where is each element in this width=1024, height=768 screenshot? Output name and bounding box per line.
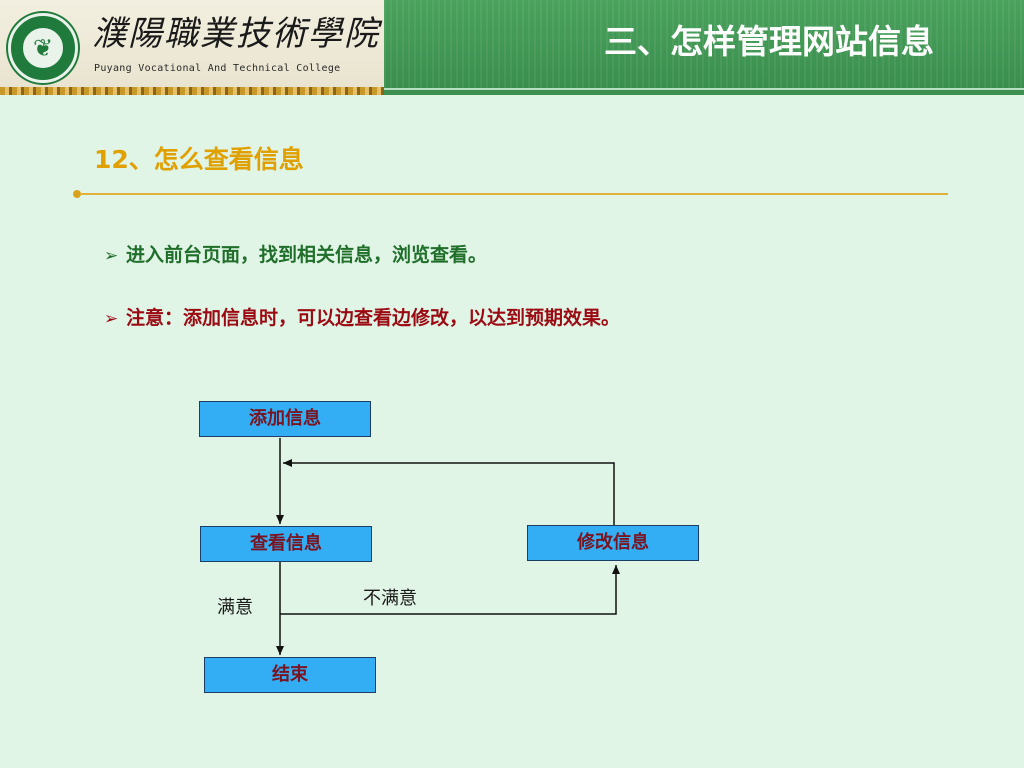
divider-dot bbox=[73, 190, 81, 198]
logo-band: ❦ 濮陽職業技術學院 Puyang Vocational And Technic… bbox=[0, 0, 384, 88]
edge-label-unsatisfied: 不满意 bbox=[363, 588, 417, 609]
bullet-item: ➢ 注意：添加信息时，可以边查看边修改，以达到预期效果。 bbox=[104, 303, 620, 333]
bullet-arrow-icon: ➢ bbox=[104, 309, 119, 329]
bullet-item: ➢ 进入前台页面，找到相关信息，浏览查看。 bbox=[104, 240, 487, 270]
edge-view-to-edit bbox=[280, 565, 620, 615]
bullet-text: 注意：添加信息时，可以边查看边修改，以达到预期效果。 bbox=[126, 307, 621, 329]
flow-node-add-info: 添加信息 bbox=[199, 401, 371, 437]
wheat-strip bbox=[0, 87, 384, 95]
school-name-english: Puyang Vocational And Technical College bbox=[94, 63, 341, 74]
section-divider bbox=[80, 193, 948, 195]
page-title: 三、怎样管理网站信息 bbox=[604, 22, 934, 61]
flow-node-view-info: 查看信息 bbox=[200, 526, 372, 562]
flow-node-end: 结束 bbox=[204, 657, 376, 693]
section-title: 12、怎么查看信息 bbox=[94, 145, 304, 174]
green-strip bbox=[384, 88, 1024, 95]
edge-label-satisfied: 满意 bbox=[217, 597, 253, 618]
bullet-text: 进入前台页面，找到相关信息，浏览查看。 bbox=[126, 244, 488, 266]
school-seal-icon: ❦ bbox=[8, 13, 78, 83]
title-band: 三、怎样管理网站信息 bbox=[384, 0, 1024, 88]
header: ❦ 濮陽職業技術學院 Puyang Vocational And Technic… bbox=[0, 0, 1024, 96]
flow-node-edit-info: 修改信息 bbox=[527, 525, 699, 561]
school-name: 濮陽職業技術學院 bbox=[92, 14, 380, 54]
edge-edit-to-view bbox=[283, 459, 615, 525]
bullet-arrow-icon: ➢ bbox=[104, 246, 119, 266]
